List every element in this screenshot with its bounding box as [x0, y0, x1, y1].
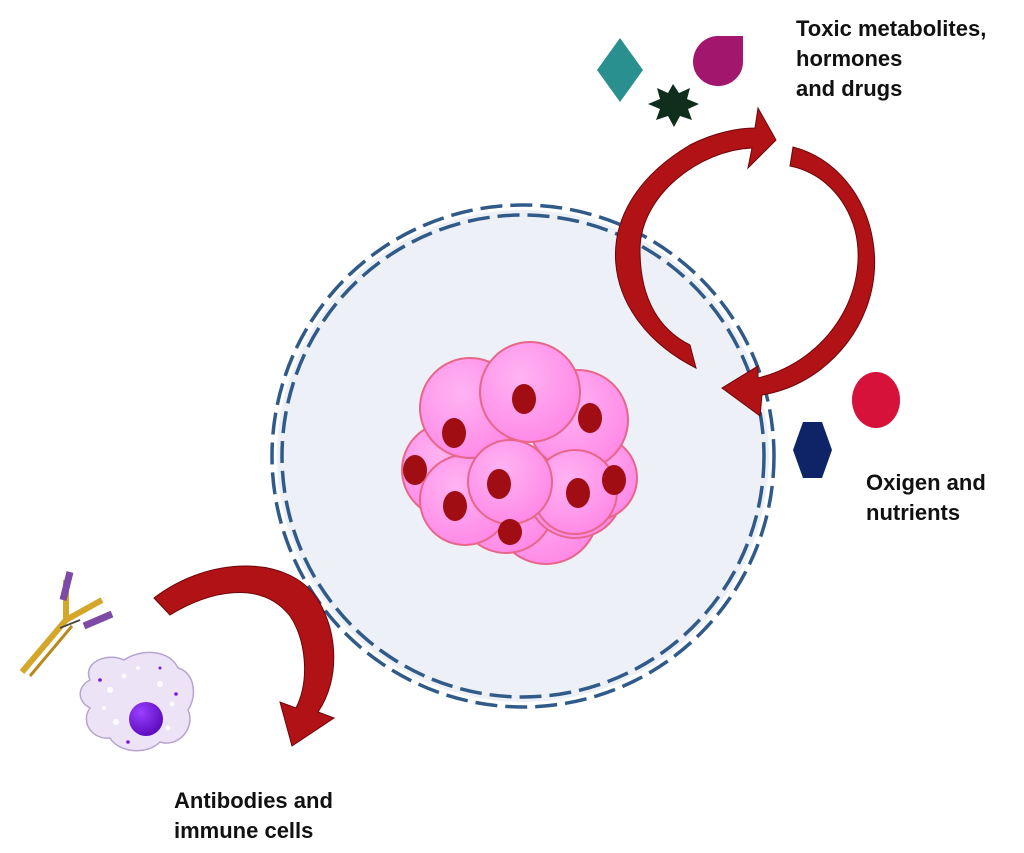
toxin-diamond-icon — [597, 38, 643, 102]
label-oxygen-nutrients: Oxigen and nutrients — [866, 468, 986, 528]
label-line: hormones — [796, 46, 903, 71]
label-line: Toxic metabolites, — [796, 16, 987, 41]
toxin-star-icon — [648, 84, 699, 127]
arrow-outflow — [614, 106, 777, 369]
toxin-drop-icon — [693, 36, 743, 86]
nucleus — [487, 469, 511, 499]
antibody-icon — [19, 571, 114, 677]
capsule-membrane-outer — [270, 203, 776, 709]
capsule-membrane-inner — [280, 213, 766, 699]
arrow-inflow — [721, 146, 876, 417]
nucleus — [602, 465, 626, 495]
nucleus — [443, 491, 467, 521]
label-line: immune cells — [174, 818, 314, 843]
label-antibodies-immune-cells: Antibodies and immune cells — [174, 786, 333, 846]
label-line: nutrients — [866, 500, 961, 525]
nucleus — [403, 455, 427, 485]
oxygen-circle-icon — [852, 372, 900, 428]
nucleus — [442, 418, 466, 448]
label-line: and drugs — [796, 76, 903, 101]
label-line: Antibodies and — [174, 788, 333, 813]
nucleus — [578, 403, 602, 433]
nutrient-hexagon-icon — [793, 422, 832, 478]
exchange-arrows — [614, 106, 876, 417]
nucleus — [566, 478, 590, 508]
arrow-antibodies — [153, 565, 336, 747]
label-line: Oxigen and — [866, 470, 986, 495]
label-toxic-metabolites: Toxic metabolites, hormones and drugs — [796, 14, 986, 104]
nucleus — [498, 519, 522, 545]
nuclei — [403, 384, 626, 545]
immune-cell-icon — [79, 651, 195, 752]
nucleus — [512, 384, 536, 414]
